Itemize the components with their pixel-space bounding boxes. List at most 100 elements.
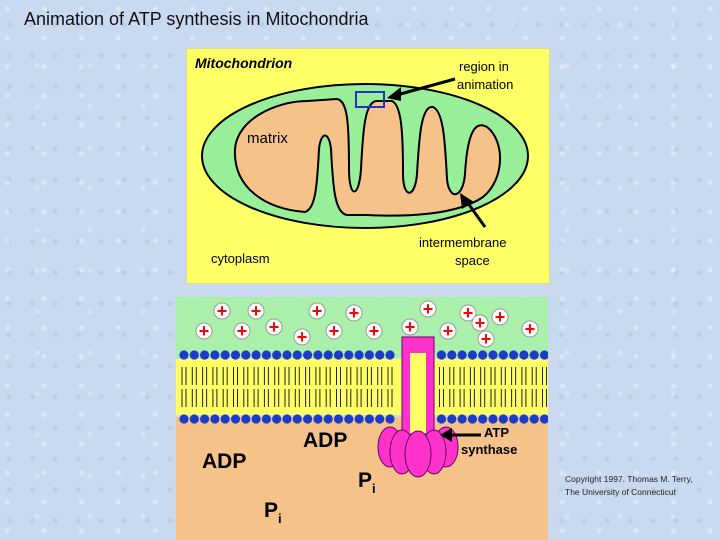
lipid-head [261, 414, 271, 424]
atp-synthase-label-line1: ATP [484, 425, 509, 440]
proton-symbol: + [349, 303, 360, 323]
proton-symbol: + [481, 329, 492, 349]
lipid-head [364, 414, 374, 424]
lipid-head [467, 350, 477, 360]
lipid-head [292, 414, 302, 424]
proton-symbol: + [237, 321, 248, 341]
atp-synthase-pore [410, 353, 426, 433]
proton-symbol: + [463, 303, 474, 323]
region-label-line2: animation [457, 77, 513, 92]
lipid-head [179, 350, 189, 360]
lipid-head [189, 414, 199, 424]
proton-symbol: + [297, 327, 308, 347]
region-arrow [392, 77, 456, 98]
lipid-head [323, 350, 333, 360]
proton-circle [471, 314, 489, 332]
lipid-head [478, 350, 488, 360]
proton-circle [459, 304, 477, 322]
lipid-head [436, 414, 447, 424]
lipid-head [354, 414, 364, 424]
intermembrane-label-line1: intermembrane [419, 235, 506, 250]
lipid-head [457, 350, 467, 360]
proton-circle [365, 322, 383, 340]
proton-symbol: + [199, 321, 210, 341]
lipid-head [210, 414, 220, 424]
proton-circle [308, 302, 326, 320]
adp-left-label: ADP [202, 450, 246, 473]
lipid-head [241, 350, 251, 360]
matrix-region [233, 97, 501, 217]
lipid-head [447, 350, 457, 360]
region-in-animation-box [355, 91, 385, 108]
region-label-line1: region in [459, 59, 509, 74]
lipid-head [385, 414, 395, 424]
lipid-head [210, 350, 220, 360]
lipid-head [344, 350, 354, 360]
proton-circle [293, 328, 311, 346]
lipid-head [333, 350, 344, 360]
lipid-head [519, 414, 529, 424]
lipid-head [436, 350, 447, 360]
lipid-head [375, 350, 385, 360]
lipid-head [282, 350, 292, 360]
proton-circle [325, 322, 343, 340]
lipid-head [241, 414, 251, 424]
lipid-head [230, 414, 241, 424]
lipid-head [478, 414, 488, 424]
pi-left-label: Pi [264, 499, 282, 526]
lipid-head [200, 414, 210, 424]
lipid-head [529, 414, 539, 424]
page-title: Animation of ATP synthesis in Mitochondr… [24, 9, 369, 29]
proton-circle [491, 308, 509, 326]
lipid-head [498, 350, 508, 360]
lipid-head [488, 350, 498, 360]
pi-center-label: Pi [358, 469, 376, 496]
region-arrow-head [387, 87, 401, 101]
proton-symbol: + [217, 301, 228, 321]
lipid-head [354, 350, 364, 360]
adp-center-label: ADP [303, 429, 347, 452]
atp-synthase-arrow-head [440, 428, 452, 442]
proton-symbol: + [269, 317, 280, 337]
lipid-head [251, 350, 261, 360]
proton-group: ++++++++++++++++++ [195, 299, 539, 349]
matrix-label: matrix [247, 130, 288, 147]
proton-circle [345, 304, 363, 322]
lipid-head [303, 414, 313, 424]
lipid-head [200, 350, 210, 360]
lipid-head [539, 350, 548, 360]
lipid-head [457, 414, 467, 424]
atp-synthesis-panel: ++++++++++++++++++ ATP synthase ADP ADP … [176, 297, 548, 540]
lipid-head [292, 350, 302, 360]
lipid-head [519, 350, 529, 360]
proton-symbol: + [329, 321, 340, 341]
mitochondrion-heading: Mitochondrion [195, 55, 292, 71]
lipid-head [272, 414, 282, 424]
lipid-head [529, 350, 539, 360]
lipid-head [261, 350, 271, 360]
proton-circle [247, 302, 265, 320]
proton-symbol: + [423, 299, 434, 319]
lipid-head [272, 350, 282, 360]
atp-synthase-label-line2: synthase [461, 442, 517, 457]
copyright-notice: Copyright 1997. Thomas M. Terry, The Uni… [565, 474, 693, 497]
proton-circle [439, 322, 457, 340]
lipid-head [385, 350, 395, 360]
lipid-head [303, 350, 313, 360]
lipid-head [220, 414, 230, 424]
matrix-space [176, 417, 548, 540]
lipid-head [251, 414, 261, 424]
lipid-head [313, 414, 323, 424]
intermembrane-arrow-head [460, 193, 474, 209]
hydrophobic-core [176, 359, 548, 415]
intermembrane-label-line2: space [455, 253, 490, 268]
proton-symbol: + [443, 321, 454, 341]
cytoplasm-label: cytoplasm [211, 251, 270, 266]
proton-symbol: + [525, 319, 536, 339]
lipid-head [488, 414, 498, 424]
proton-symbol: + [475, 313, 486, 333]
mitochondrion-overview-panel: Mitochondrion region in animation matrix… [186, 48, 550, 284]
lipid-bilayer [176, 350, 548, 424]
proton-symbol: + [312, 301, 323, 321]
lipid-head [282, 414, 292, 424]
